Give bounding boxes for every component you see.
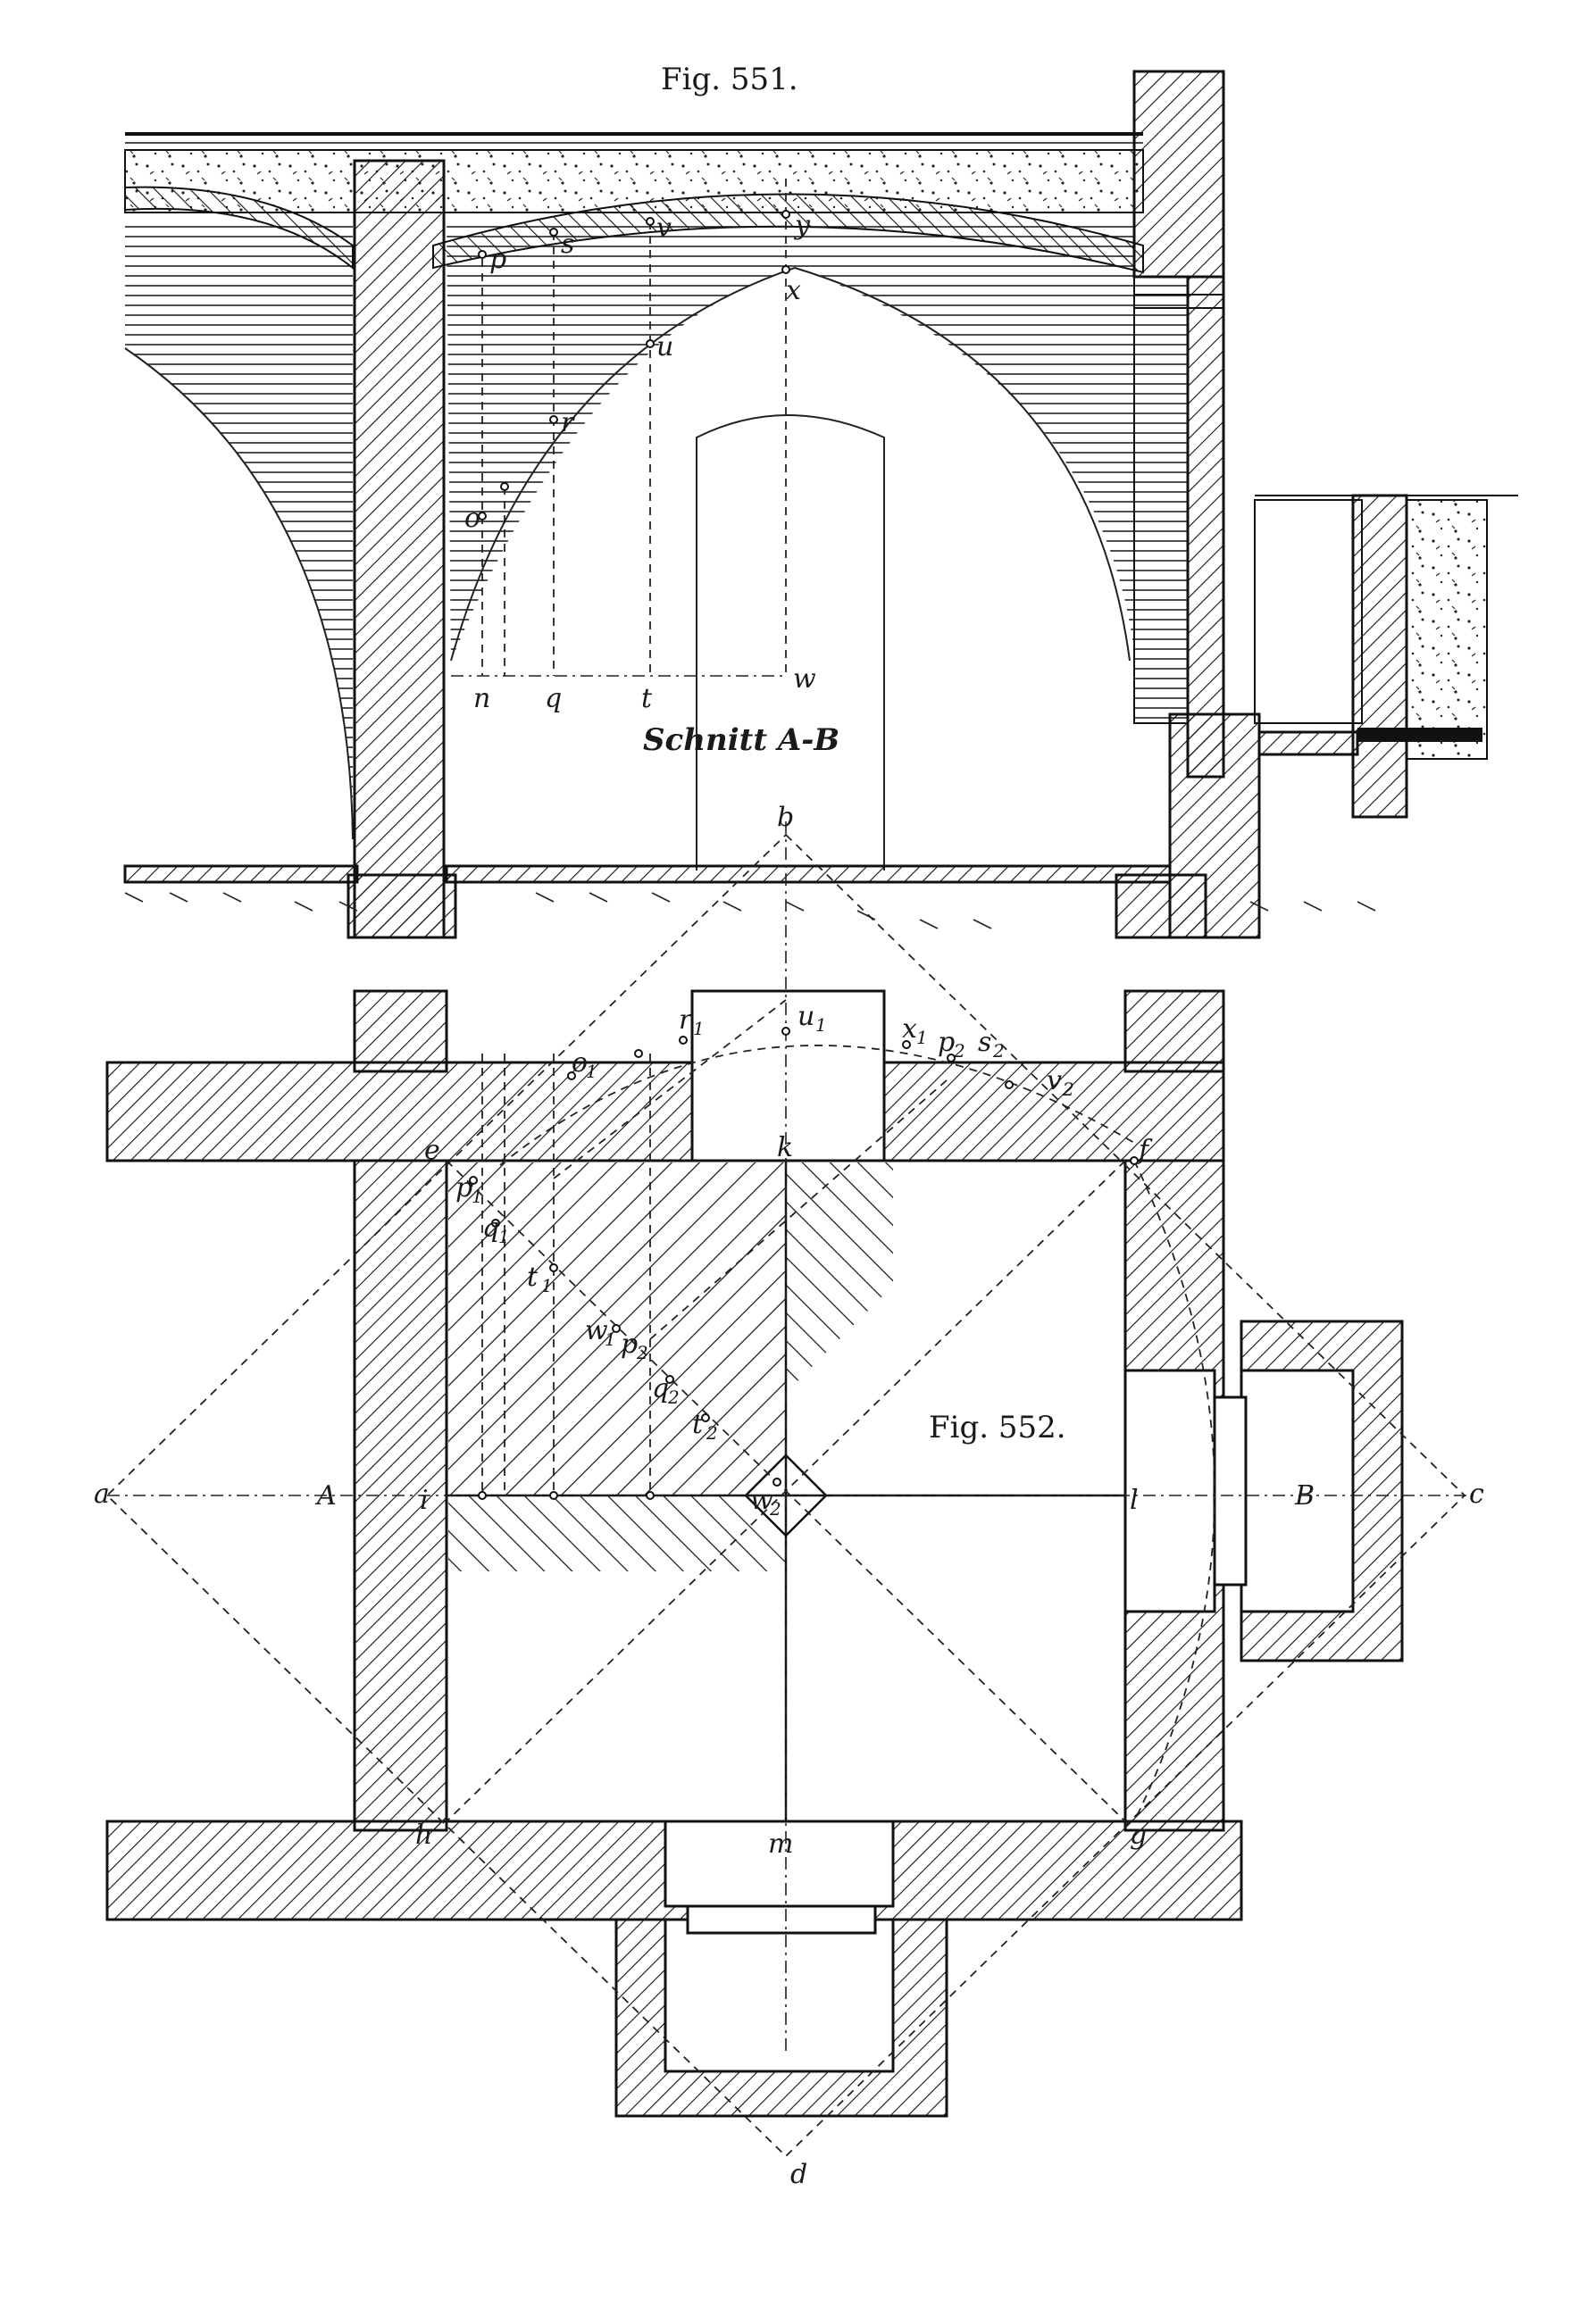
label-w: w — [793, 663, 816, 695]
groin-curve — [450, 266, 1131, 662]
svg-text:1: 1 — [472, 1186, 483, 1207]
label-q2: q — [652, 1373, 669, 1404]
left-pier — [353, 159, 446, 939]
right-wall-upper — [1186, 275, 1225, 779]
right-retaining-wall — [1351, 494, 1408, 819]
label-s: s — [561, 229, 574, 260]
svg-text:1: 1 — [815, 1014, 827, 1036]
label-t: t — [641, 683, 653, 714]
label-w2: w — [750, 1485, 773, 1516]
svg-text:2: 2 — [953, 1040, 965, 1062]
label-c: c — [1469, 1479, 1484, 1510]
svg-text:1: 1 — [693, 1018, 705, 1039]
projection-arc — [499, 1045, 1135, 1166]
label-A: A — [314, 1480, 337, 1512]
floor-slab — [445, 864, 1172, 884]
left-vault-coursing — [125, 219, 353, 839]
label-o: o — [464, 503, 480, 534]
label-k: k — [777, 1132, 793, 1163]
svg-text:2: 2 — [992, 1040, 1005, 1062]
svg-text:2: 2 — [769, 1498, 781, 1520]
svg-text:2: 2 — [706, 1422, 718, 1444]
label-p: p — [489, 244, 506, 275]
label-t1: t — [527, 1262, 539, 1293]
label-p1: p — [455, 1172, 472, 1204]
main-vault-coursing — [447, 219, 1134, 661]
label-i: i — [420, 1485, 429, 1516]
label-t2: t — [692, 1409, 704, 1440]
svg-text:2: 2 — [1062, 1079, 1074, 1100]
label-e: e — [424, 1135, 440, 1166]
svg-text:1: 1 — [498, 1226, 510, 1247]
label-y: y — [793, 210, 811, 241]
label-p2b: p — [621, 1329, 638, 1360]
chimney — [1132, 70, 1225, 279]
svg-text:1: 1 — [605, 1329, 616, 1350]
label-q1: q — [482, 1212, 499, 1244]
label-u1: u — [798, 1001, 814, 1032]
label-r: r — [561, 407, 575, 438]
door-opening — [696, 414, 885, 870]
label-h: h — [415, 1820, 432, 1851]
label-x: x — [786, 275, 801, 306]
label-w1: w — [585, 1315, 608, 1346]
svg-text:1: 1 — [586, 1061, 597, 1082]
label-d: d — [790, 2159, 807, 2190]
construction-diamond — [105, 833, 1466, 2158]
svg-text:1: 1 — [541, 1275, 553, 1296]
svg-text:2: 2 — [636, 1342, 648, 1363]
label-B: B — [1294, 1480, 1315, 1512]
fig552-title: Fig. 552. — [929, 1410, 1066, 1445]
label-n: n — [473, 683, 490, 714]
fill-layer — [124, 149, 1144, 213]
label-m: m — [768, 1828, 793, 1860]
label-o1: o — [572, 1047, 588, 1079]
label-v: v — [656, 212, 672, 244]
fig551-section: Fig. 551. — [123, 62, 1518, 939]
label-x1: x — [902, 1013, 917, 1045]
label-p2: p — [938, 1027, 955, 1058]
label-v2: v — [1047, 1065, 1062, 1096]
fig551-title: Fig. 551. — [661, 62, 798, 97]
label-q: q — [545, 683, 562, 714]
label-g: g — [1130, 1820, 1147, 1851]
label-b: b — [777, 802, 794, 833]
label-u: u — [656, 331, 673, 362]
fig552-plan: b a A i k e f l B c h m g d u 1 r 1 o 1 … — [94, 802, 1484, 2190]
label-l: l — [1130, 1485, 1139, 1516]
label-a: a — [94, 1479, 110, 1510]
fig551-caption: Schnitt A-B — [643, 722, 839, 758]
label-s2: s — [978, 1027, 991, 1058]
label-r1: r — [679, 1004, 693, 1036]
svg-text:1: 1 — [916, 1027, 928, 1048]
svg-text:2: 2 — [667, 1387, 680, 1408]
